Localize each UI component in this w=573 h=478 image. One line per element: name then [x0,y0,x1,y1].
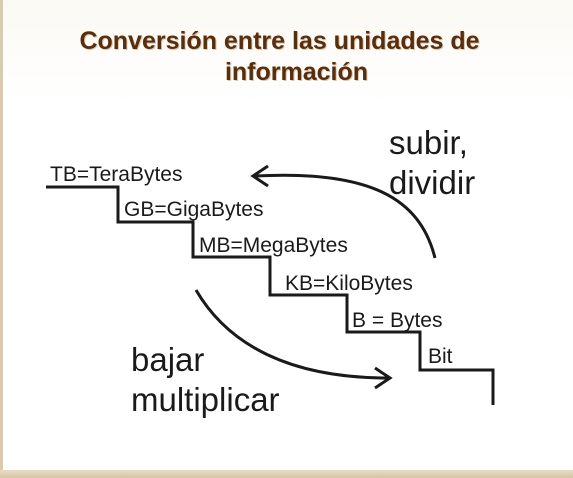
step-label-kb: KB=KiloBytes [285,272,413,295]
step-label-tb: TB=TeraBytes [50,163,182,186]
up-caption-line-1: subir, [389,124,468,161]
title-line-1: Conversión entre las unidades de [79,27,480,55]
staircase-line [46,185,495,405]
arrow-up-left-icon [250,164,437,259]
arrow-down-right-icon [194,289,393,390]
step-label-b: B = Bytes [352,309,442,332]
step-label-mb: MB=MegaBytes [199,234,348,257]
slide-title: Conversión entre las unidades de informa… [0,26,573,88]
up-caption-line-2: dividir [389,164,475,201]
down-caption-line-1: bajar [131,341,204,378]
slide-bottom-bar [0,470,573,478]
down-caption-line-2: multiplicar [131,381,280,418]
title-line-2: información [224,58,369,86]
step-label-gb: GB=GigaBytes [124,198,263,221]
step-label-bit: Bit [428,345,453,368]
